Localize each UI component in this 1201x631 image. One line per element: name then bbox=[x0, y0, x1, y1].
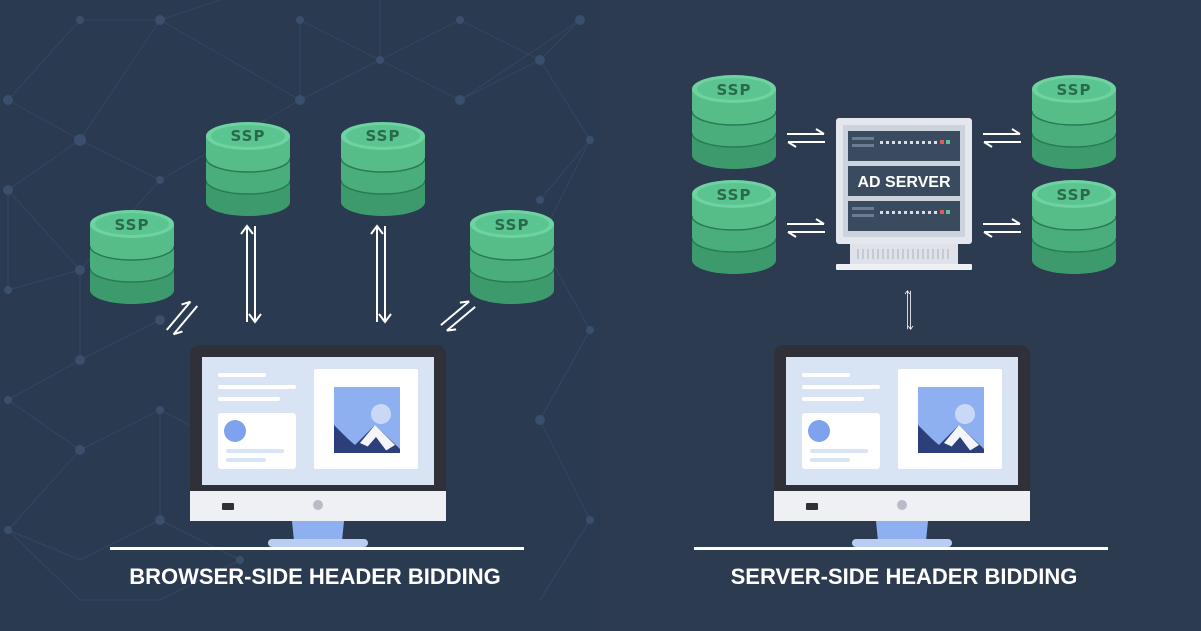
ssp-label: SSP bbox=[717, 81, 752, 99]
ssp-label: SSP bbox=[231, 127, 266, 145]
ssp-label: SSP bbox=[495, 216, 530, 234]
ad-server-label: AD SERVER bbox=[857, 174, 951, 191]
ssp-database-4: SSP bbox=[470, 210, 554, 305]
ssp-label: SSP bbox=[1057, 81, 1092, 99]
ssp-label: SSP bbox=[717, 186, 752, 204]
ssp-database-3: SSP bbox=[341, 122, 425, 217]
ssp-database-7: SSP bbox=[1032, 75, 1116, 170]
ssp-label: SSP bbox=[1057, 186, 1092, 204]
ssp-database-8: SSP bbox=[1032, 180, 1116, 275]
server-rack-icon: AD SERVER bbox=[836, 118, 972, 270]
desktop-monitor-icon bbox=[190, 345, 446, 547]
baseline-divider bbox=[110, 547, 524, 550]
ssp-database-1: SSP bbox=[90, 210, 174, 305]
ad-server: AD SERVER bbox=[836, 118, 972, 270]
ssp-database-6: SSP bbox=[692, 180, 776, 275]
server-side-caption: SERVER-SIDE HEADER BIDDING bbox=[731, 564, 1078, 589]
desktop-monitor-icon bbox=[774, 345, 1030, 547]
ssp-label: SSP bbox=[115, 216, 150, 234]
ssp-database-5: SSP bbox=[692, 75, 776, 170]
ssp-label: SSP bbox=[366, 127, 401, 145]
ssp-database-2: SSP bbox=[206, 122, 290, 217]
baseline-divider bbox=[694, 547, 1108, 550]
browser-side-caption: BROWSER-SIDE HEADER BIDDING bbox=[129, 564, 501, 589]
